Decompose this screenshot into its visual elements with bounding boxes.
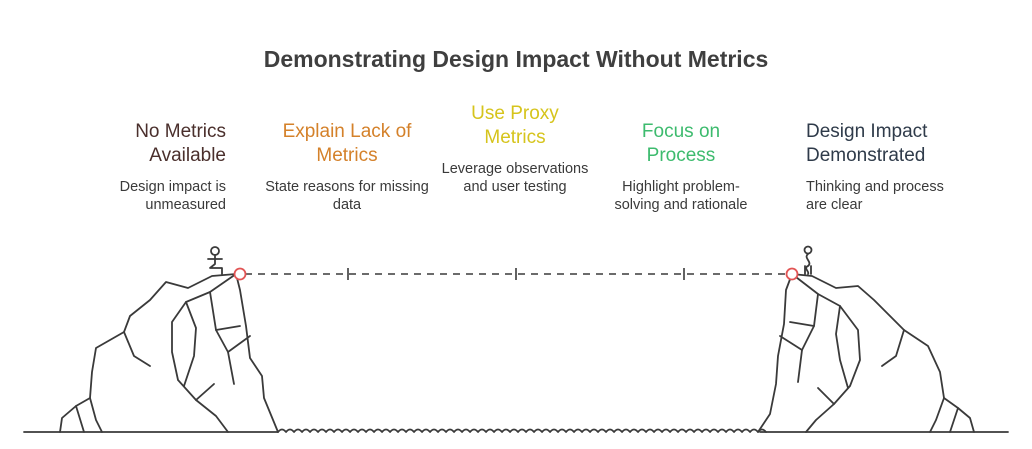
left-cliff [60,274,278,432]
end-point-marker [787,269,798,280]
person-left-icon [208,247,222,274]
start-point-marker [235,269,246,280]
water-waves [278,430,766,433]
right-cliff [758,274,974,432]
progress-dashed-line [245,268,786,280]
person-right-icon [805,247,812,275]
